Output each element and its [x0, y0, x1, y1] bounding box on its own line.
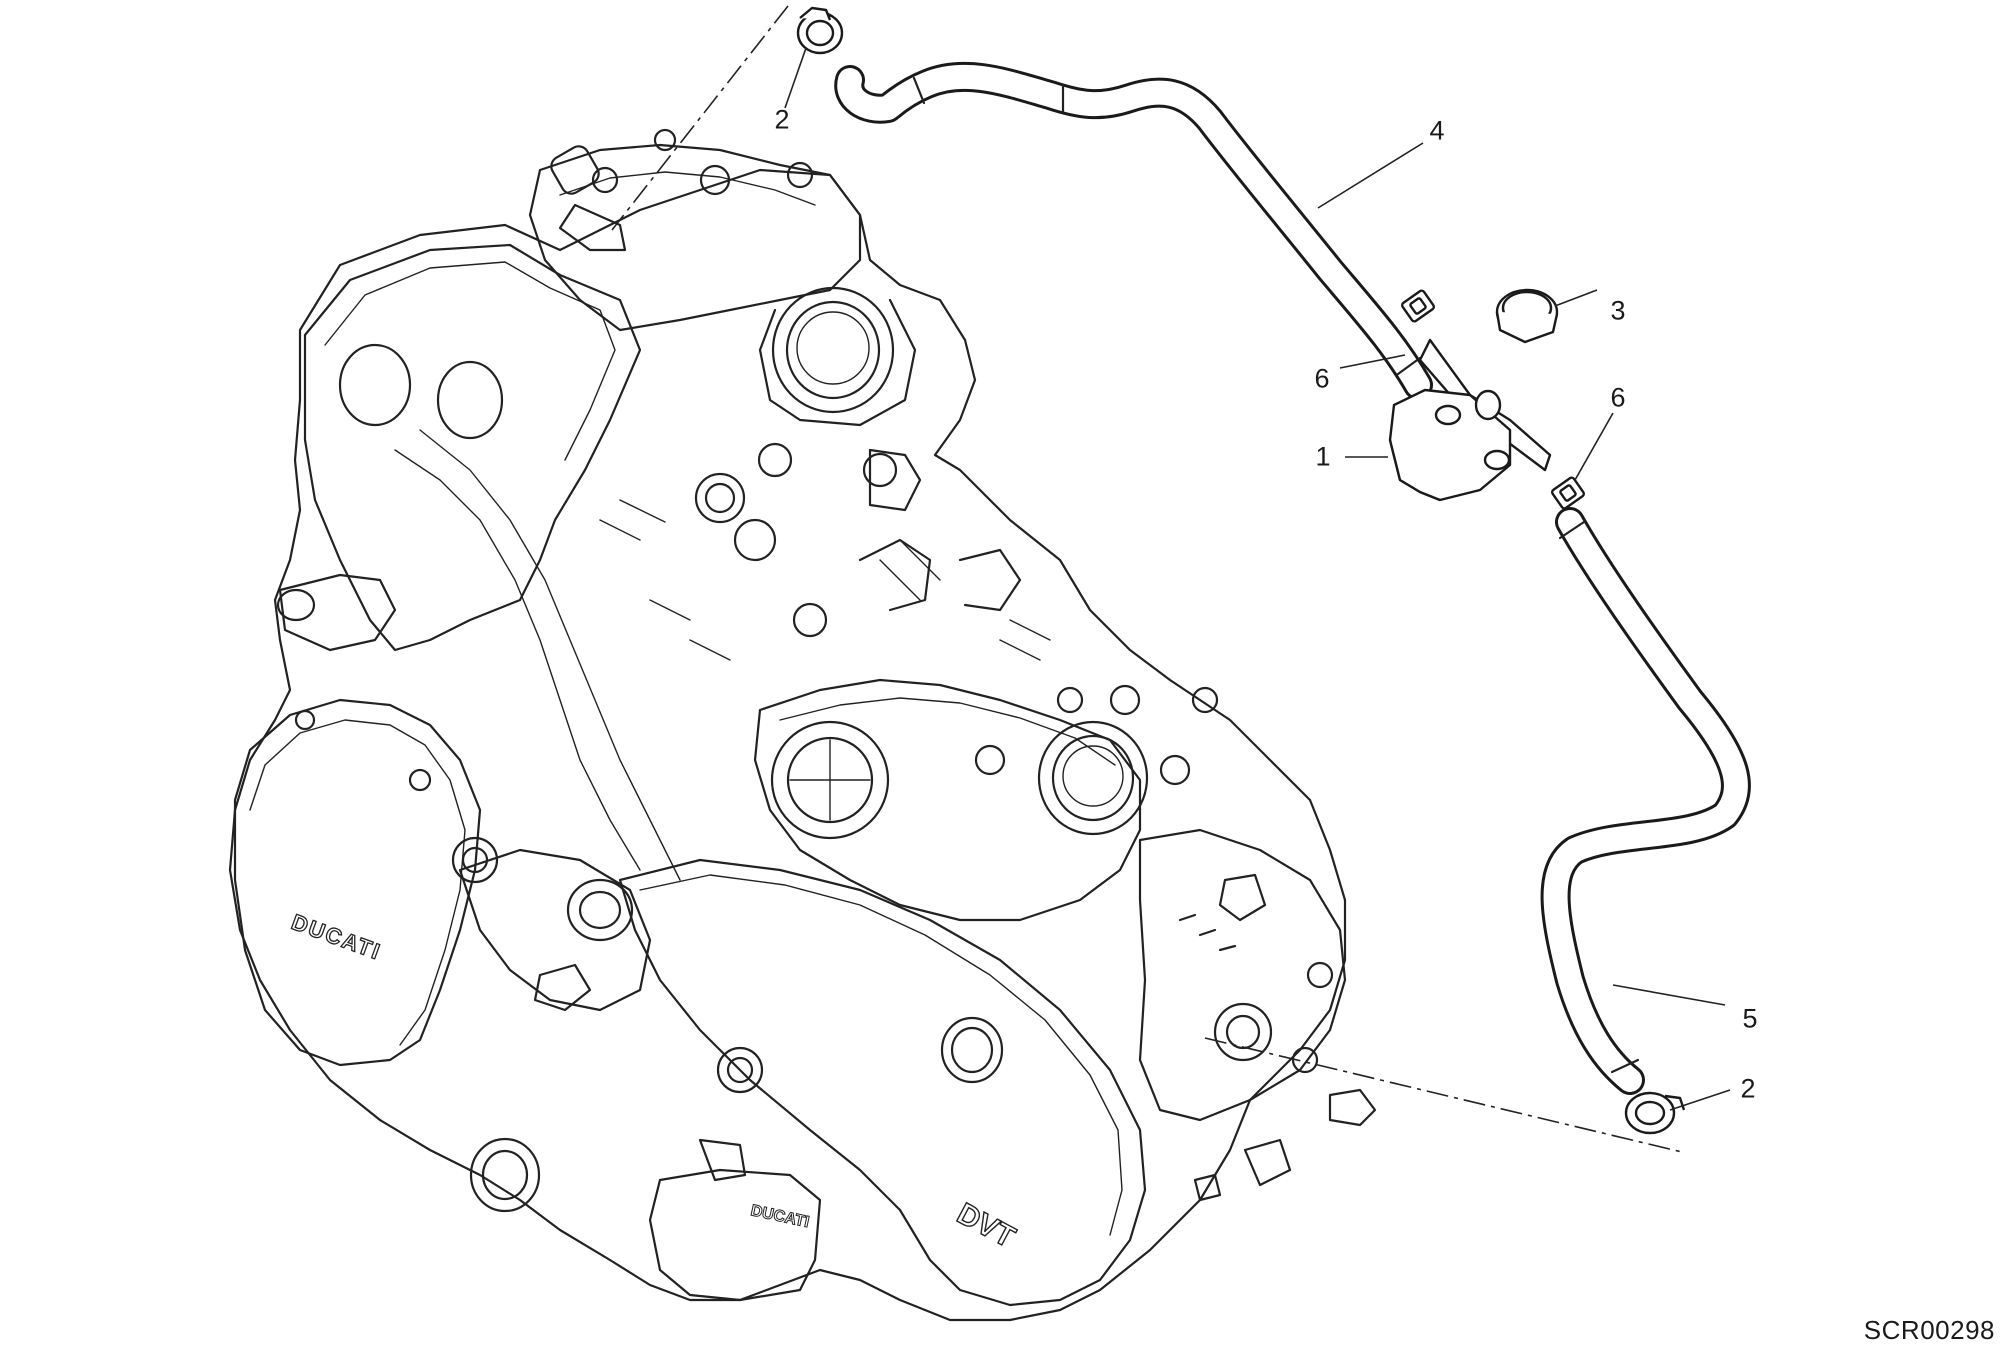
hose-clip-lower [1551, 476, 1585, 510]
reference-line-upper [611, 5, 789, 231]
rubber-cap [1495, 288, 1559, 344]
callout-6-left: 6 [1314, 363, 1330, 394]
callout-5: 5 [1742, 1003, 1758, 1034]
dvt-logo: DVT [952, 1197, 1020, 1254]
leader-5 [1612, 984, 1726, 1006]
hose-clamp-lower [1624, 1091, 1686, 1135]
callout-2-upper: 2 [774, 104, 790, 135]
drawing-code: SCR00298 [1863, 1315, 1995, 1345]
hose-clamp-upper [796, 6, 844, 55]
leader-2b [1669, 1089, 1731, 1111]
hose-lower [1540, 507, 1751, 1095]
engine-illustration: DUCATI DUCATI [228, 128, 1377, 1322]
hose-clip-upper [1401, 289, 1435, 323]
hose-upper [834, 61, 1433, 400]
leader-6a [1339, 354, 1406, 369]
callout-4: 4 [1429, 115, 1445, 146]
reference-line-lower [1204, 1037, 1683, 1153]
leader-2a [784, 47, 807, 109]
callout-6-right: 6 [1610, 382, 1626, 413]
callout-3: 3 [1610, 295, 1626, 326]
leader-6b [1574, 412, 1614, 481]
valve-assembly [1388, 338, 1552, 502]
callout-2-lower: 2 [1740, 1073, 1756, 1104]
ducati-logo-small: DUCATI [749, 1202, 810, 1231]
leader-3 [1554, 289, 1598, 307]
ducati-logo: DUCATI [288, 909, 384, 964]
leader-4 [1317, 142, 1424, 209]
callout-1: 1 [1315, 441, 1331, 472]
